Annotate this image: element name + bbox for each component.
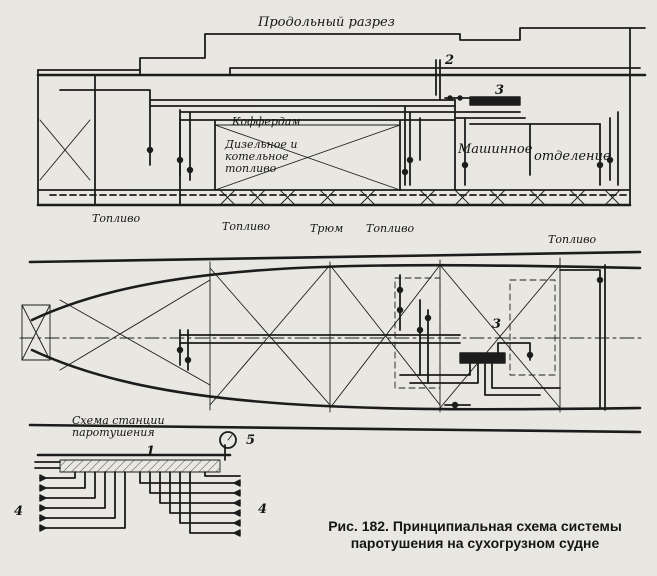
steam-pipes-plan — [176, 264, 606, 411]
label-fuel-1: Топливо — [92, 212, 141, 225]
label-cofferdam: Коффердам — [231, 115, 301, 128]
label-engine-room-1: Машинное — [457, 142, 533, 157]
label-fuel-tanks-2: котельное — [225, 150, 289, 163]
label-engine-room-2: отделение — [534, 149, 611, 164]
label-hold: Трюм — [310, 222, 343, 235]
plan-compartments — [59, 257, 561, 413]
label-number-5: 5 — [246, 433, 255, 448]
manifold-plan — [459, 352, 506, 364]
label-number-1: 1 — [146, 444, 155, 459]
station-scheme — [34, 431, 241, 537]
hull-profile-top — [37, 27, 646, 71]
label-number-4-left: 4 — [14, 504, 23, 519]
label-number-3-plan: 3 — [492, 317, 501, 332]
figure-caption: Рис. 182. Принципиальная схема системы п… — [300, 518, 650, 552]
bow-box — [21, 304, 51, 361]
plan-bottom-edge — [28, 423, 642, 434]
label-fuel-tanks-1: Дизельное и — [224, 138, 298, 151]
label-fuel-3: Топливо — [366, 222, 415, 235]
label-longitudinal-section: Продольный разрез — [257, 15, 395, 30]
manifold-section — [469, 96, 521, 106]
distribution-manifold — [59, 459, 221, 473]
manometer-5 — [219, 431, 237, 449]
label-station-scheme-2: паротушения — [72, 426, 155, 439]
hull-curve-bottom — [30, 348, 642, 411]
fuel-tank-box — [214, 124, 401, 191]
label-fuel-4: Топливо — [548, 233, 597, 246]
station-outlets — [39, 471, 241, 537]
double-bottom-cells — [219, 189, 621, 206]
caption-line-1: Рис. 182. Принципиальная схема системы — [328, 518, 622, 534]
label-number-2: 2 — [444, 53, 454, 68]
plan-top-edge — [28, 250, 642, 264]
longitudinal-section — [36, 27, 647, 207]
label-number-3-section: 3 — [495, 83, 504, 98]
steam-pipes-section — [59, 59, 619, 186]
plan-view — [19, 250, 646, 434]
caption-line-2: паротушения на сухогрузном судне — [350, 535, 600, 551]
label-fuel-tanks-3: топливо — [225, 162, 277, 175]
label-station-scheme-1: Схема станции — [72, 414, 165, 427]
label-number-4-right: 4 — [258, 502, 267, 517]
hull-curve-top — [30, 263, 642, 322]
label-fuel-2: Топливо — [222, 220, 271, 233]
